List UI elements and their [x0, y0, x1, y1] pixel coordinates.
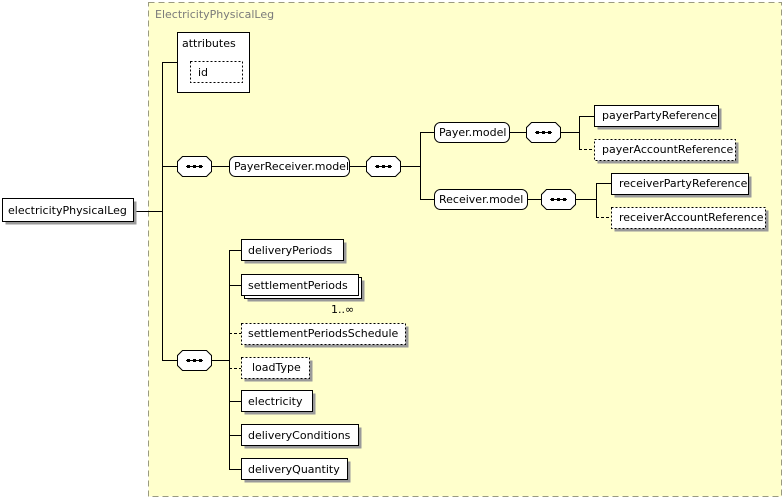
sequence-compositor [366, 156, 401, 177]
sequence-compositor [541, 189, 576, 210]
delivery-periods[interactable]: deliveryPeriods [241, 239, 347, 264]
receiver-party-reference[interactable]: receiverPartyReference [611, 173, 752, 198]
svg-text:Payer.model: Payer.model [439, 126, 506, 139]
svg-text:electricityPhysicalLeg: electricityPhysicalLeg [8, 204, 127, 217]
settlement-periods-multiplicity: 1..∞ [331, 303, 354, 316]
settlement-periods[interactable]: settlementPeriods [241, 274, 365, 302]
svg-text:settlementPeriodsSchedule: settlementPeriodsSchedule [248, 327, 399, 340]
payer-party-reference[interactable]: payerPartyReference [594, 105, 722, 130]
receiver-account-reference[interactable]: receiverAccountReference [611, 207, 769, 232]
payer-model[interactable]: Payer.model [434, 122, 510, 143]
group-title: ElectricityPhysicalLeg [155, 8, 274, 21]
svg-text:payerPartyReference: payerPartyReference [602, 109, 717, 122]
sequence-compositor [526, 122, 561, 143]
svg-text:receiverAccountReference: receiverAccountReference [619, 211, 764, 224]
svg-text:deliveryConditions: deliveryConditions [248, 429, 351, 442]
receiver-model[interactable]: Receiver.model [434, 189, 528, 210]
root-element[interactable]: electricityPhysicalLeg [2, 198, 137, 225]
svg-text:Receiver.model: Receiver.model [439, 193, 523, 206]
svg-text:electricity: electricity [248, 395, 303, 408]
attribute-id[interactable] [190, 61, 243, 83]
svg-text:attributes: attributes [182, 37, 236, 50]
settlement-periods-schedule[interactable]: settlementPeriodsSchedule [241, 323, 409, 348]
sequence-compositor [177, 350, 212, 371]
connectors [133, 62, 611, 470]
attributes-box: attributes id [177, 32, 250, 93]
delivery-quantity[interactable]: deliveryQuantity [241, 458, 351, 483]
load-type[interactable]: loadType [241, 357, 313, 382]
svg-text:PayerReceiver.model: PayerReceiver.model [234, 160, 349, 173]
sequence-compositor [177, 156, 212, 177]
svg-text:loadType: loadType [252, 361, 301, 374]
svg-text:receiverPartyReference: receiverPartyReference [619, 177, 748, 190]
payer-receiver-model[interactable]: PayerReceiver.model [229, 156, 350, 177]
electricity[interactable]: electricity [241, 390, 316, 415]
svg-text:deliveryPeriods: deliveryPeriods [248, 244, 332, 257]
svg-text:payerAccountReference: payerAccountReference [602, 143, 734, 156]
payer-account-reference[interactable]: payerAccountReference [594, 139, 739, 164]
svg-text:deliveryQuantity: deliveryQuantity [248, 463, 340, 476]
delivery-conditions[interactable]: deliveryConditions [241, 424, 362, 449]
svg-text:settlementPeriods: settlementPeriods [248, 279, 348, 292]
svg-text:id: id [198, 66, 208, 79]
